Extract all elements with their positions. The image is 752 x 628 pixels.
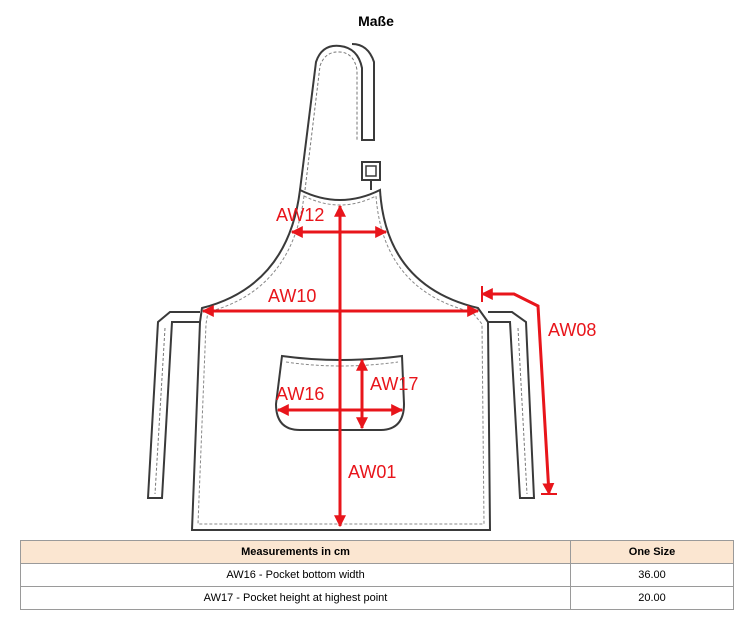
measurements-table: Measurements in cm One Size AW16 - Pocke… bbox=[20, 540, 734, 610]
measure-aw17: AW17 bbox=[356, 358, 418, 430]
table-row: AW17 - Pocket height at highest point 20… bbox=[20, 586, 734, 610]
aw16-label: AW16 bbox=[276, 384, 324, 404]
aw17-label: AW17 bbox=[370, 374, 418, 394]
strap-buckle bbox=[361, 161, 381, 190]
measurement-name: AW17 - Pocket height at highest point bbox=[20, 586, 571, 610]
measurement-value: 20.00 bbox=[570, 586, 734, 610]
aw01-label: AW01 bbox=[348, 462, 396, 482]
measure-aw01: AW01 bbox=[334, 204, 396, 528]
page-title: Maße bbox=[358, 13, 394, 29]
measure-aw10: AW10 bbox=[201, 286, 480, 317]
table-header-row: Measurements in cm One Size bbox=[20, 540, 734, 564]
apron-diagram: AW01 AW12 AW10 AW08 AW16 AW17 bbox=[146, 43, 596, 531]
measure-aw08: AW08 bbox=[480, 286, 596, 496]
aw12-label: AW12 bbox=[276, 205, 324, 225]
column-header-measurement: Measurements in cm bbox=[20, 540, 571, 564]
measure-aw12: AW12 bbox=[276, 205, 388, 238]
table-row: AW16 - Pocket bottom width 36.00 bbox=[20, 563, 734, 587]
column-header-size: One Size bbox=[570, 540, 734, 564]
right-waist-tie bbox=[488, 311, 536, 499]
neck-strap bbox=[299, 43, 375, 191]
aw10-label: AW10 bbox=[268, 286, 316, 306]
aw08-label: AW08 bbox=[548, 320, 596, 340]
left-waist-tie bbox=[146, 311, 200, 499]
measurement-value: 36.00 bbox=[570, 563, 734, 587]
measure-aw16: AW16 bbox=[276, 384, 404, 416]
measurement-name: AW16 - Pocket bottom width bbox=[20, 563, 571, 587]
